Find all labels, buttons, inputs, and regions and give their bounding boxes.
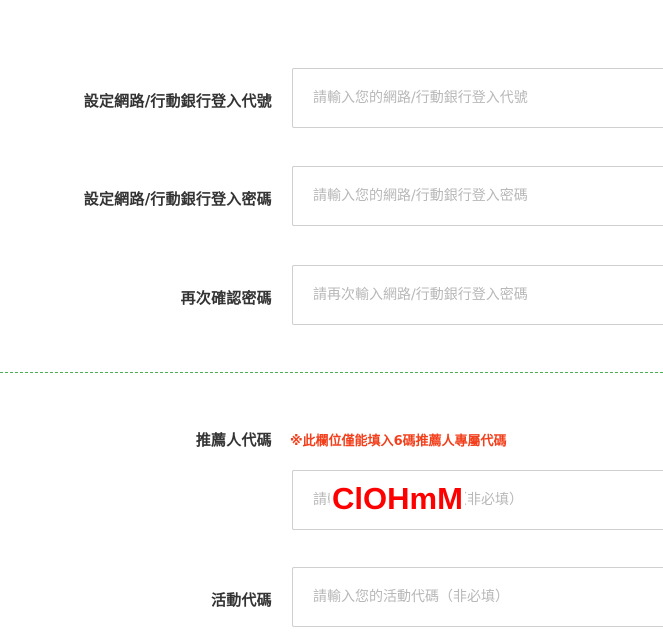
captcha-overlay-text: ClOHmM <box>330 481 465 517</box>
confirm-password-input[interactable] <box>293 266 663 324</box>
login-password-label: 設定網路/行動銀行登入密碼 <box>83 190 272 208</box>
confirm-password-row: 再次確認密碼 <box>0 265 663 327</box>
section-divider <box>0 372 663 373</box>
login-id-row: 設定網路/行動銀行登入代號 <box>0 68 663 130</box>
event-code-row: 活動代碼 <box>0 567 663 629</box>
referrer-code-note: ※此欄位僅能填入6碼推薦人專屬代碼 <box>290 434 507 449</box>
login-password-field[interactable] <box>292 166 663 226</box>
login-password-input[interactable] <box>293 167 663 225</box>
referrer-code-row: 推薦人代碼 ※此欄位僅能填入6碼推薦人專屬代碼 <box>0 420 663 530</box>
event-code-field[interactable] <box>292 567 663 627</box>
referrer-code-field[interactable] <box>292 470 663 530</box>
event-code-input[interactable] <box>293 568 663 626</box>
confirm-password-label: 再次確認密碼 <box>180 289 272 307</box>
login-id-field[interactable] <box>292 68 663 128</box>
confirm-password-field[interactable] <box>292 265 663 325</box>
login-password-row: 設定網路/行動銀行登入密碼 <box>0 166 663 228</box>
login-id-input[interactable] <box>293 69 663 127</box>
login-id-label: 設定網路/行動銀行登入代號 <box>83 92 272 110</box>
referrer-code-label: 推薦人代碼 <box>195 431 272 449</box>
event-code-label: 活動代碼 <box>211 591 272 609</box>
